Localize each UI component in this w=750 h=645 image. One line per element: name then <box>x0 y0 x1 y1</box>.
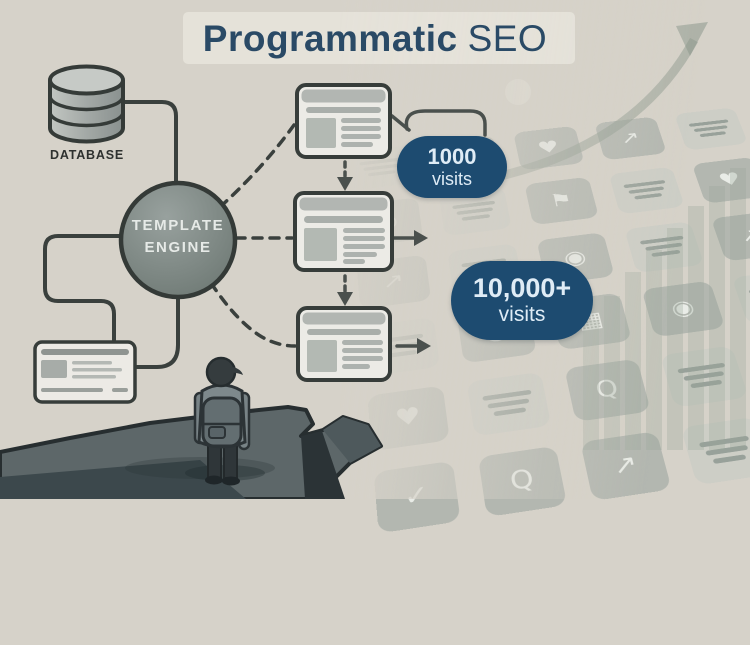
down-arrow-icon <box>337 292 353 306</box>
engine-to-template-card-line <box>43 234 123 342</box>
engine-label-line1: TEMPLATE <box>131 217 225 234</box>
title-regular-part: SEO <box>467 18 548 59</box>
title-backplate <box>183 12 575 64</box>
dashed-connectors <box>209 123 297 348</box>
generated-page-card-1 <box>295 83 392 159</box>
background-fade <box>340 0 750 499</box>
right-arrow-icon <box>414 230 428 246</box>
badge-unit: visits <box>498 303 546 327</box>
diagram-canvas <box>0 64 487 499</box>
visits-badge-10000: 10,000+ visits <box>451 261 593 340</box>
template-source-card <box>33 340 137 404</box>
right-arrow-icon <box>417 338 431 354</box>
visits-badge-1000: 1000 visits <box>397 136 507 198</box>
shoe <box>222 476 240 486</box>
engine-to-page3-dashed <box>209 281 297 348</box>
person-figure <box>193 356 251 486</box>
down-arrow-icon <box>337 177 353 191</box>
generated-page-card-2 <box>293 191 394 272</box>
shoe <box>205 475 223 485</box>
connector-lines <box>43 100 180 369</box>
cliff <box>0 405 383 499</box>
engine-label-line2: ENGINE <box>144 238 212 256</box>
template-engine-label: TEMPLATE ENGINE <box>120 215 236 259</box>
head <box>205 356 237 388</box>
template-engine-node <box>118 180 238 300</box>
badge-value: 1000 <box>427 143 477 169</box>
generated-page-card-3 <box>296 306 392 382</box>
title-bold-part: Programmatic <box>202 18 458 59</box>
database-icon <box>48 64 125 144</box>
page1-to-badge-connector <box>390 109 487 137</box>
engine-bottom-line <box>135 296 180 369</box>
flow-arrows <box>337 160 431 354</box>
badge-unit: visits <box>432 168 472 189</box>
badge-value: 10,000+ <box>472 272 572 303</box>
db-to-engine-line <box>121 100 178 184</box>
engine-to-page1-dashed <box>218 123 296 209</box>
database-label: DATABASE <box>50 148 124 162</box>
